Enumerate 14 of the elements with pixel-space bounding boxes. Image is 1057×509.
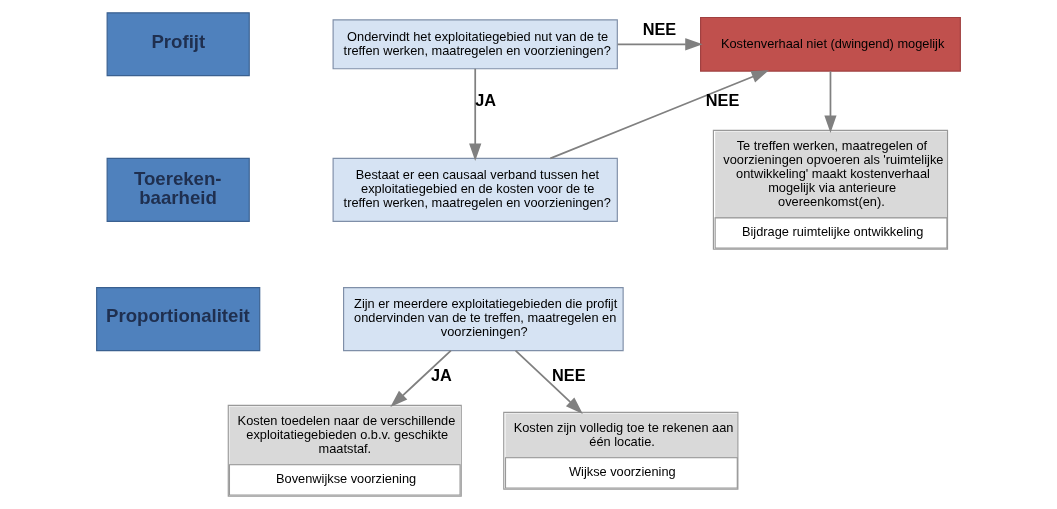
edge-label: JA	[430, 366, 452, 385]
arrow	[469, 67, 482, 162]
edge-label: NEE	[642, 20, 677, 39]
node-box: Proportionaliteit	[96, 287, 261, 352]
arrow	[514, 349, 583, 414]
arrow	[549, 70, 769, 160]
node-box: Profijt	[106, 12, 250, 77]
edge-label: JA	[475, 91, 497, 110]
arrow	[390, 349, 452, 408]
edge-label: NEE	[552, 366, 586, 385]
arrow	[616, 38, 703, 51]
node-box: Toereken- baarheid	[106, 157, 250, 222]
arrow	[824, 70, 837, 133]
edge-label: NEE	[705, 91, 740, 110]
